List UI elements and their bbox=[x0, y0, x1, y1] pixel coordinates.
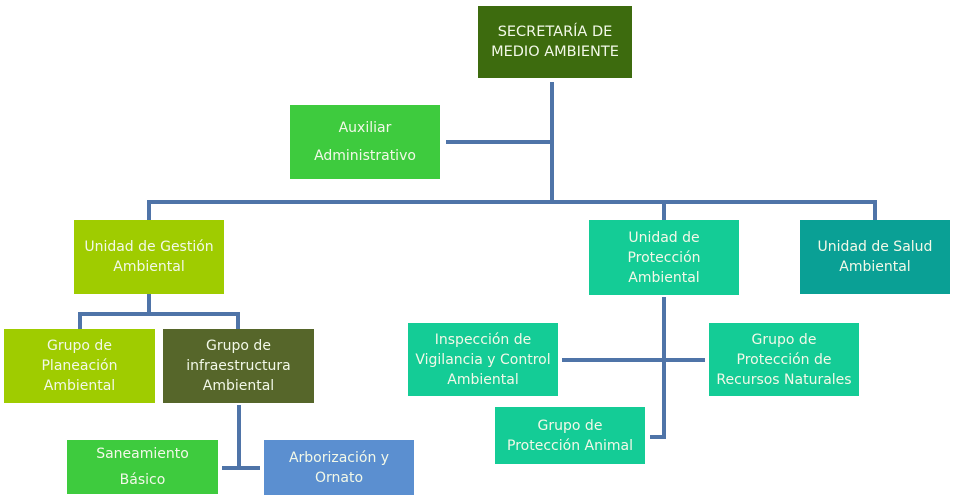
connector-animal bbox=[650, 435, 666, 439]
node-auxiliar-administrativo[interactable]: Auxiliar Administrativo bbox=[290, 105, 440, 179]
node-label-line: Ornato bbox=[314, 469, 364, 486]
node-label-line: Grupo de bbox=[751, 331, 817, 348]
node-saneamiento-basico[interactable]: Saneamiento Básico bbox=[67, 440, 218, 494]
connector-infra-bus bbox=[222, 466, 260, 470]
node-label-line: Unidad de bbox=[628, 229, 700, 246]
node-label-line: Unidad de Gestión bbox=[84, 239, 214, 255]
connector-gestion-trunk bbox=[147, 294, 151, 314]
node-label-line: Básico bbox=[119, 472, 166, 488]
node-label-line: Protección de bbox=[736, 351, 832, 368]
node-label-line: Protección bbox=[627, 249, 701, 266]
node-label-line: Ambiental bbox=[113, 259, 185, 275]
node-grupo-planeacion[interactable]: Grupo de Planeación Ambiental bbox=[4, 329, 155, 403]
node-unidad-proteccion[interactable]: Unidad de Protección Ambiental bbox=[589, 220, 739, 295]
node-label-line: Protección Animal bbox=[507, 437, 633, 454]
node-label-line: Arborización y bbox=[288, 449, 390, 466]
node-label-line: MEDIO AMBIENTE bbox=[491, 44, 619, 60]
node-label-line: Planeación bbox=[41, 358, 118, 374]
node-label-line: Administrativo bbox=[314, 148, 416, 164]
node-proteccion-recursos[interactable]: Grupo de Protección de Recursos Naturale… bbox=[709, 323, 859, 396]
node-label-line: infraestructura bbox=[186, 358, 291, 374]
node-arborizacion-ornato[interactable]: Arborización y Ornato bbox=[264, 440, 414, 495]
node-label-line: Ambiental bbox=[839, 259, 911, 275]
node-label-line: Grupo de bbox=[537, 417, 603, 434]
node-unidad-salud[interactable]: Unidad de Salud Ambiental bbox=[800, 220, 950, 294]
connector-root-trunk bbox=[550, 82, 554, 202]
node-unidad-gestion[interactable]: Unidad de Gestión Ambiental bbox=[74, 220, 224, 294]
node-label-line: Grupo de bbox=[206, 338, 271, 354]
node-label-line: Saneamiento bbox=[96, 446, 189, 462]
connector-gestion-bus bbox=[78, 312, 240, 316]
node-label-line: Ambiental bbox=[447, 371, 519, 388]
connector-drop-gestion bbox=[147, 200, 151, 220]
node-label-line: Unidad de Salud bbox=[817, 239, 933, 255]
node-label-line: Inspección de bbox=[434, 331, 532, 348]
connector-proteccion-crossbar bbox=[562, 358, 705, 362]
node-label-line: Vigilancia y Control bbox=[415, 351, 551, 368]
connector-proteccion-trunk bbox=[662, 297, 666, 439]
connector-auxiliar bbox=[446, 140, 552, 144]
node-label-line: SECRETARÍA DE bbox=[497, 24, 613, 40]
node-label-line: Ambiental bbox=[202, 378, 275, 394]
connector-units-bus bbox=[147, 200, 877, 204]
connector-drop-salud bbox=[873, 200, 877, 220]
node-grupo-infraestructura[interactable]: Grupo de infraestructura Ambiental bbox=[163, 329, 314, 403]
node-label-line: Grupo de bbox=[47, 338, 112, 354]
node-secretaria[interactable]: SECRETARÍA DE MEDIO AMBIENTE bbox=[478, 6, 632, 78]
node-label-line: Ambiental bbox=[43, 378, 116, 394]
node-label-line: Recursos Naturales bbox=[716, 371, 852, 388]
node-label-line: Ambiental bbox=[628, 269, 700, 286]
connector-drop-proteccion bbox=[662, 200, 666, 220]
node-proteccion-animal[interactable]: Grupo de Protección Animal bbox=[495, 407, 645, 464]
connector-drop-infraestructura bbox=[236, 312, 240, 329]
connector-drop-planeacion bbox=[78, 312, 82, 329]
node-label-line: Auxiliar bbox=[338, 120, 392, 136]
node-inspeccion-vigilancia[interactable]: Inspección de Vigilancia y Control Ambie… bbox=[408, 323, 558, 396]
connector-infra-trunk bbox=[237, 405, 241, 469]
